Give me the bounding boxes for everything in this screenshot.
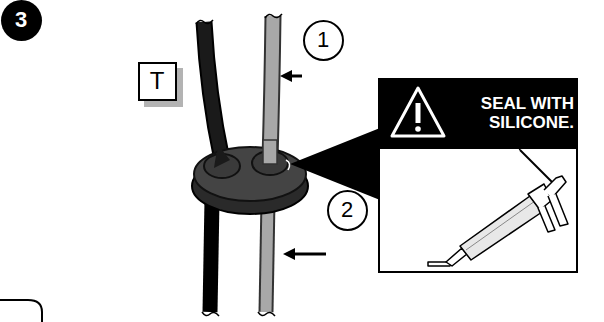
node-text: T: [150, 68, 165, 94]
arrow-head: [283, 248, 295, 260]
callout-number: 1: [303, 20, 344, 61]
black-cable: [204, 22, 222, 160]
node-text: SEAL WITH SILICONE.: [452, 95, 574, 132]
exclamation-dot: [415, 126, 421, 132]
exclamation-bar: [416, 103, 421, 123]
caulking-gun: [428, 146, 568, 266]
seal-point: [286, 160, 290, 170]
gray-cable: [266, 200, 268, 312]
callout-wedge: [290, 128, 380, 200]
black-cable: [210, 200, 212, 312]
warning-header: [379, 79, 577, 149]
cable-cut: [265, 14, 282, 18]
gray-cable: [270, 16, 273, 160]
node-text: 2: [341, 198, 353, 222]
cable-cut: [196, 20, 213, 24]
black-cable: [204, 22, 222, 160]
cable-cut: [258, 312, 275, 316]
arrow-head: [280, 70, 292, 82]
gray-cable: [266, 200, 268, 312]
warning-label: SEAL WITH SILICONE.: [452, 82, 574, 146]
node-text: 1: [317, 28, 329, 52]
warning-panel: [379, 79, 577, 272]
black-cable: [214, 147, 230, 168]
next-step-badge: [0, 300, 42, 322]
gray-cable: [263, 140, 277, 164]
grommet-top: [194, 147, 306, 201]
warning-triangle: [392, 88, 444, 136]
node-text: 3: [15, 8, 27, 32]
cable-cut: [202, 312, 219, 316]
arrow-shaft: [294, 253, 326, 256]
step-number: 3: [1, 0, 42, 41]
gray-cable: [270, 16, 273, 160]
callout-number: 2: [327, 190, 368, 231]
terminal-box: T: [138, 62, 177, 101]
